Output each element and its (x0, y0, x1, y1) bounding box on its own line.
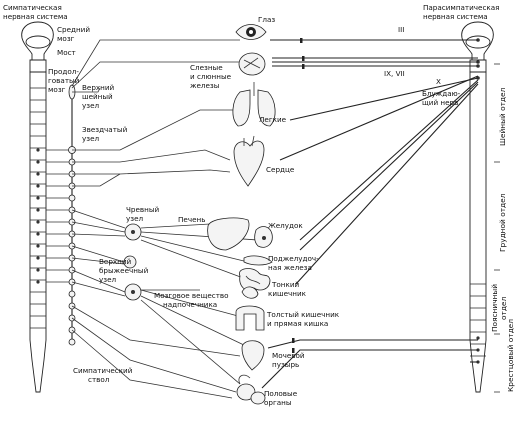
heart-organ (233, 135, 265, 187)
medulla-line2: говатый (48, 76, 80, 85)
colon-line1: Толстый кишечник (266, 310, 340, 319)
lumbar-section-line1: Поясничный (490, 284, 499, 332)
lungs-label: Легкие (259, 115, 287, 124)
lumbar-section-line2: отдел (499, 297, 508, 320)
stellate-line1: Звездчатый (82, 125, 128, 134)
glands-line2: и слюнные (190, 72, 232, 81)
cervical-section-label: Шейный отдел (498, 87, 507, 146)
medulla-line1: Продол- (48, 67, 79, 76)
parasympathetic-ganglia (292, 38, 305, 353)
sup-mesenteric-line1: Верхний (99, 257, 132, 266)
pancreas-line2: ная железа (268, 263, 312, 272)
midbrain-line2: мозг (57, 34, 75, 43)
adrenal-line2: надпочечника (163, 300, 217, 309)
sup-cervical-line3: узел (82, 101, 99, 110)
eye-organ (235, 24, 267, 40)
colon-line2: и прямая кишка (267, 319, 328, 328)
heart-label: Сердце (266, 165, 295, 174)
liver-label: Печень (178, 215, 205, 224)
lungs-organ (232, 82, 276, 127)
symp-title-line1: Симпатическая (3, 3, 62, 12)
eye-label: Глаз (258, 15, 275, 24)
sacral-section-label: Крестцовый отдел (506, 319, 515, 392)
glands-organ (238, 52, 266, 76)
glands-line1: Слезные (190, 63, 223, 72)
midbrain-line1: Средний (57, 25, 90, 34)
stellate-line2: узел (82, 134, 99, 143)
para-title-line2: нервная система (423, 12, 488, 21)
pons-label: Мост (57, 48, 76, 57)
pancreas-organ (243, 255, 273, 266)
thoracic-section-label: Грудной отдел (498, 193, 507, 252)
cn-ix-vii-label: IX, VII (384, 69, 405, 78)
stomach-organ (254, 226, 273, 248)
vagus-line2: щий нерв (422, 98, 458, 107)
section-dividers (494, 63, 500, 393)
stomach-label: Желудок (268, 221, 303, 230)
genital-organ (236, 374, 266, 405)
sympathetic-trunk (46, 84, 76, 346)
label-group: Симпатическая нервная система Парасимпат… (3, 3, 515, 407)
celiac-line2: узел (126, 214, 143, 223)
pancreas-line1: Поджелудоч- (268, 254, 319, 263)
sup-mesenteric-line3: узел (99, 275, 116, 284)
bladder-line1: Мочевой (272, 351, 305, 360)
medulla-line3: мозг (48, 85, 66, 94)
genital-line1: Половые (264, 389, 298, 398)
parasympathetic-fibers (261, 39, 479, 389)
vagus-line1: Блуждаю- (422, 89, 461, 98)
glands-line3: железы (190, 81, 220, 90)
sup-cervical-line2: шейный (82, 92, 113, 101)
sympathetic-fibers (71, 39, 259, 399)
symp-title-line2: нервная система (3, 12, 68, 21)
adrenal-organ (241, 286, 259, 299)
small-int-line2: кишечник (268, 289, 307, 298)
colon-organ (235, 305, 265, 331)
small-intestine-organ (238, 268, 271, 291)
cn-iii-label: III (398, 25, 404, 34)
sup-mesenteric-line2: брыжеечный (99, 266, 149, 275)
prevertebral-ganglia (123, 223, 142, 301)
celiac-line1: Чревный (126, 205, 160, 214)
genital-line2: органы (264, 398, 292, 407)
sympathetic-spinal-cord (21, 21, 54, 393)
small-int-line1: Тонкий (271, 280, 299, 289)
bladder-organ (241, 340, 265, 371)
symp-trunk-line1: Симпатический (73, 366, 133, 375)
adrenal-line1: Мозговое вещество (154, 291, 229, 300)
bladder-line2: пузырь (272, 360, 299, 369)
para-title-line1: Парасимпатическая (423, 3, 499, 12)
symp-trunk-line2: ствол (88, 375, 109, 384)
sup-cervical-line1: Верхний (82, 83, 115, 92)
cn-x-label: X (436, 77, 441, 86)
liver-organ (207, 217, 250, 251)
parasympathetic-spinal-cord (461, 21, 494, 393)
